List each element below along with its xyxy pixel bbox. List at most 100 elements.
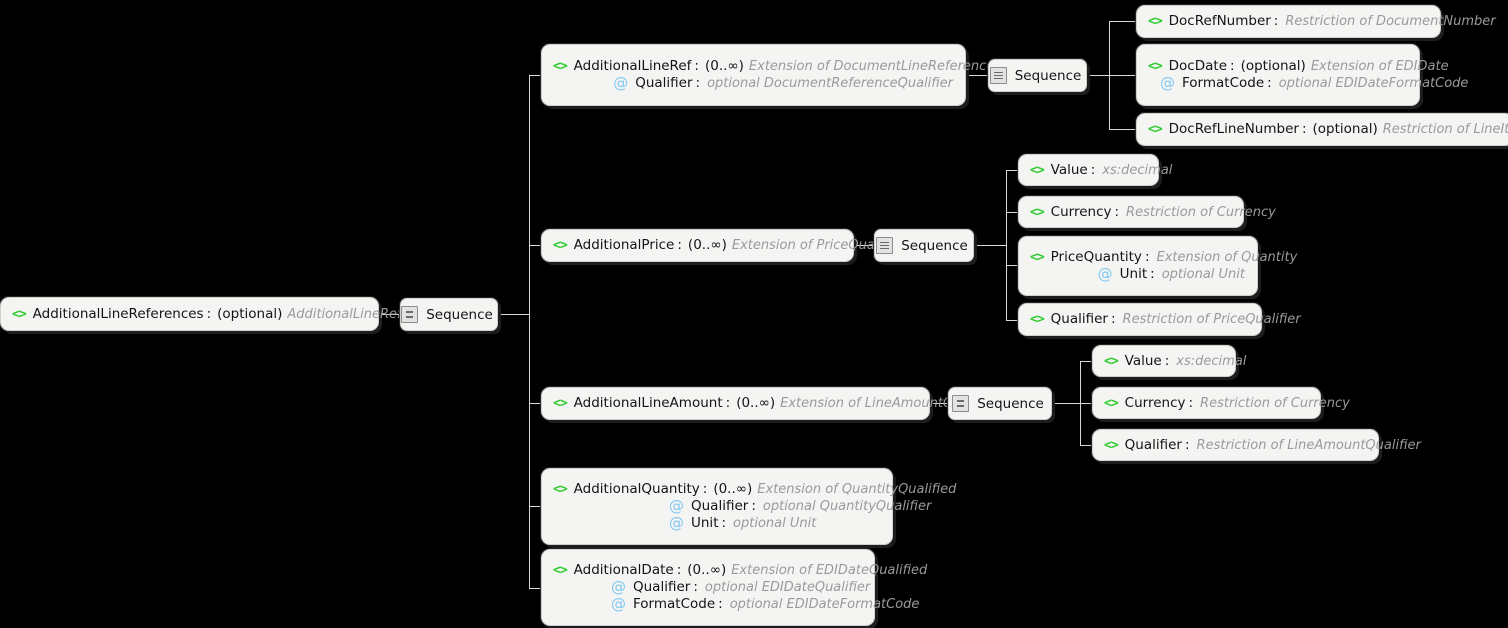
attribute-row: @ Unit : optional Unit — [1030, 266, 1245, 283]
attribute-type: optional EDIDateFormatCode — [1278, 76, 1469, 91]
attribute-name: FormatCode — [1182, 75, 1265, 91]
attribute-type: optional EDIDateQualifier — [704, 580, 871, 595]
attribute-row: @ Unit : optional Unit — [553, 515, 880, 532]
colon: : — [1090, 161, 1096, 178]
colon: : — [1110, 311, 1116, 327]
node-cardinality: (0..∞) — [713, 481, 753, 497]
node-additional-line-amount[interactable]: <> AdditionalLineAmount : (0..∞) Extensi… — [541, 387, 1001, 420]
node-main-row: <> PriceQuantity : Extension of Quantity — [1030, 249, 1297, 266]
attribute-type: optional DocumentReferenceQualifier — [707, 76, 953, 91]
node-name: Value — [1050, 161, 1088, 178]
connector — [1109, 129, 1136, 130]
colon: : — [676, 562, 682, 578]
node-amount-qualifier[interactable]: <> Qualifier : Restriction of LineAmount… — [1092, 429, 1421, 461]
node-amount-sequence[interactable]: Sequence — [948, 387, 1052, 420]
node-root-sequence[interactable]: Sequence — [400, 298, 498, 331]
element-icon: <> — [553, 563, 568, 578]
node-main-row: <> DocRefNumber : Restriction of Documen… — [1148, 13, 1496, 30]
node-price-qualifier[interactable]: <> Qualifier : Restriction of PriceQuali… — [1018, 303, 1301, 336]
colon: : — [702, 481, 708, 497]
colon: : — [1144, 249, 1150, 265]
node-type: Restriction of LineAmountQualifier — [1196, 437, 1421, 453]
node-main-row: <> Value : xs:decimal — [1030, 161, 1172, 179]
sequence-block-icon — [401, 306, 419, 323]
node-type: Extension of LineAmountQualified — [780, 396, 1002, 411]
connector — [529, 403, 541, 404]
node-type: Restriction of Currency — [1126, 204, 1276, 220]
attribute-name: Unit — [1119, 266, 1148, 282]
node-price-currency[interactable]: <> Currency : Restriction of Currency — [1018, 196, 1276, 228]
connector — [1080, 403, 1092, 404]
node-amount-value[interactable]: <> Value : xs:decimal — [1092, 345, 1246, 377]
sequence-lines-icon — [989, 67, 1007, 84]
node-name: Currency — [1050, 203, 1112, 220]
colon: : — [206, 305, 212, 322]
attribute-name: FormatCode — [633, 596, 716, 612]
node-price-value[interactable]: <> Value : xs:decimal — [1018, 154, 1172, 186]
element-icon: <> — [553, 238, 568, 253]
node-price-sequence[interactable]: Sequence — [874, 229, 974, 262]
connector — [930, 403, 948, 404]
attribute-name: Qualifier — [635, 75, 693, 91]
attribute-icon: @ — [669, 514, 684, 532]
connector — [1109, 21, 1136, 22]
node-doc-ref-number[interactable]: <> DocRefNumber : Restriction of Documen… — [1136, 5, 1496, 38]
node-name: DocRefLineNumber — [1168, 121, 1299, 137]
element-icon: <> — [1148, 14, 1163, 29]
colon: : — [677, 237, 682, 253]
colon: : — [1273, 13, 1279, 29]
colon: : — [1188, 394, 1194, 411]
node-additional-line-ref[interactable]: <> AdditionalLineRef : (0..∞) Extension … — [541, 44, 1053, 106]
node-additional-line-references[interactable]: <> AdditionalLineReferences : (optional)… — [0, 297, 453, 331]
attribute-name: Unit — [691, 515, 719, 531]
node-doc-date[interactable]: <> DocDate : (optional) Extension of EDI… — [1136, 44, 1468, 106]
node-type: Extension of PriceQualified — [731, 238, 907, 253]
node-name: Qualifier — [1050, 311, 1108, 327]
node-price-quantity[interactable]: <> PriceQuantity : Extension of Quantity… — [1018, 236, 1297, 296]
node-name: Value — [1124, 352, 1162, 369]
node-line-ref-sequence[interactable]: Sequence — [988, 59, 1087, 92]
node-name: AdditionalQuantity — [573, 481, 700, 497]
connector — [1006, 212, 1018, 213]
node-cardinality: (0..∞) — [736, 395, 776, 411]
node-additional-quantity[interactable]: <> AdditionalQuantity : (0..∞) Extension… — [541, 468, 956, 545]
attribute-row: @ FormatCode : optional EDIDateFormatCod… — [553, 596, 919, 613]
attribute-type: optional Unit — [1161, 267, 1245, 282]
node-main-row: <> DocDate : (optional) Extension of EDI… — [1148, 58, 1449, 75]
element-icon: <> — [1030, 162, 1045, 178]
colon: : — [1150, 266, 1155, 282]
connector — [529, 75, 530, 588]
node-main-row: <> Qualifier : Restriction of PriceQuali… — [1030, 311, 1301, 328]
element-icon: <> — [1030, 250, 1045, 265]
node-main-row: <> AdditionalLineReferences : (optional)… — [12, 305, 453, 323]
sequence-label: Sequence — [901, 237, 968, 254]
colon: : — [1267, 75, 1272, 91]
node-main-row: <> Value : xs:decimal — [1104, 352, 1246, 370]
node-cardinality: (0..∞) — [687, 562, 727, 578]
colon: : — [721, 515, 727, 531]
attribute-row: @ FormatCode : optional EDIDateFormatCod… — [1148, 75, 1468, 92]
colon: : — [1114, 203, 1120, 220]
connector — [966, 75, 988, 76]
node-type: Restriction of DocumentNumber — [1285, 14, 1496, 29]
element-icon: <> — [1104, 353, 1119, 369]
node-name: Qualifier — [1124, 436, 1182, 453]
node-amount-currency[interactable]: <> Currency : Restriction of Currency — [1092, 387, 1350, 419]
sequence-block-icon — [952, 395, 970, 412]
attribute-row: @ Qualifier : optional DocumentReference… — [553, 75, 953, 92]
attribute-name: Qualifier — [691, 498, 749, 514]
node-additional-price[interactable]: <> AdditionalPrice : (0..∞) Extension of… — [541, 229, 907, 262]
colon: : — [725, 395, 731, 411]
attribute-row: @ Qualifier : optional EDIDateQualifier — [553, 579, 870, 596]
element-icon: <> — [1104, 395, 1119, 411]
colon: : — [1230, 58, 1235, 74]
node-doc-ref-line-number[interactable]: <> DocRefLineNumber : (optional) Restric… — [1136, 113, 1508, 146]
node-additional-date[interactable]: <> AdditionalDate : (0..∞) Extension of … — [541, 549, 927, 626]
element-icon: <> — [553, 59, 568, 74]
connector — [1052, 403, 1080, 404]
attribute-type: optional Unit — [733, 516, 817, 531]
attribute-icon: @ — [613, 74, 629, 92]
node-main-row: <> AdditionalPrice : (0..∞) Extension of… — [553, 237, 907, 254]
node-name: DocDate — [1168, 58, 1228, 74]
